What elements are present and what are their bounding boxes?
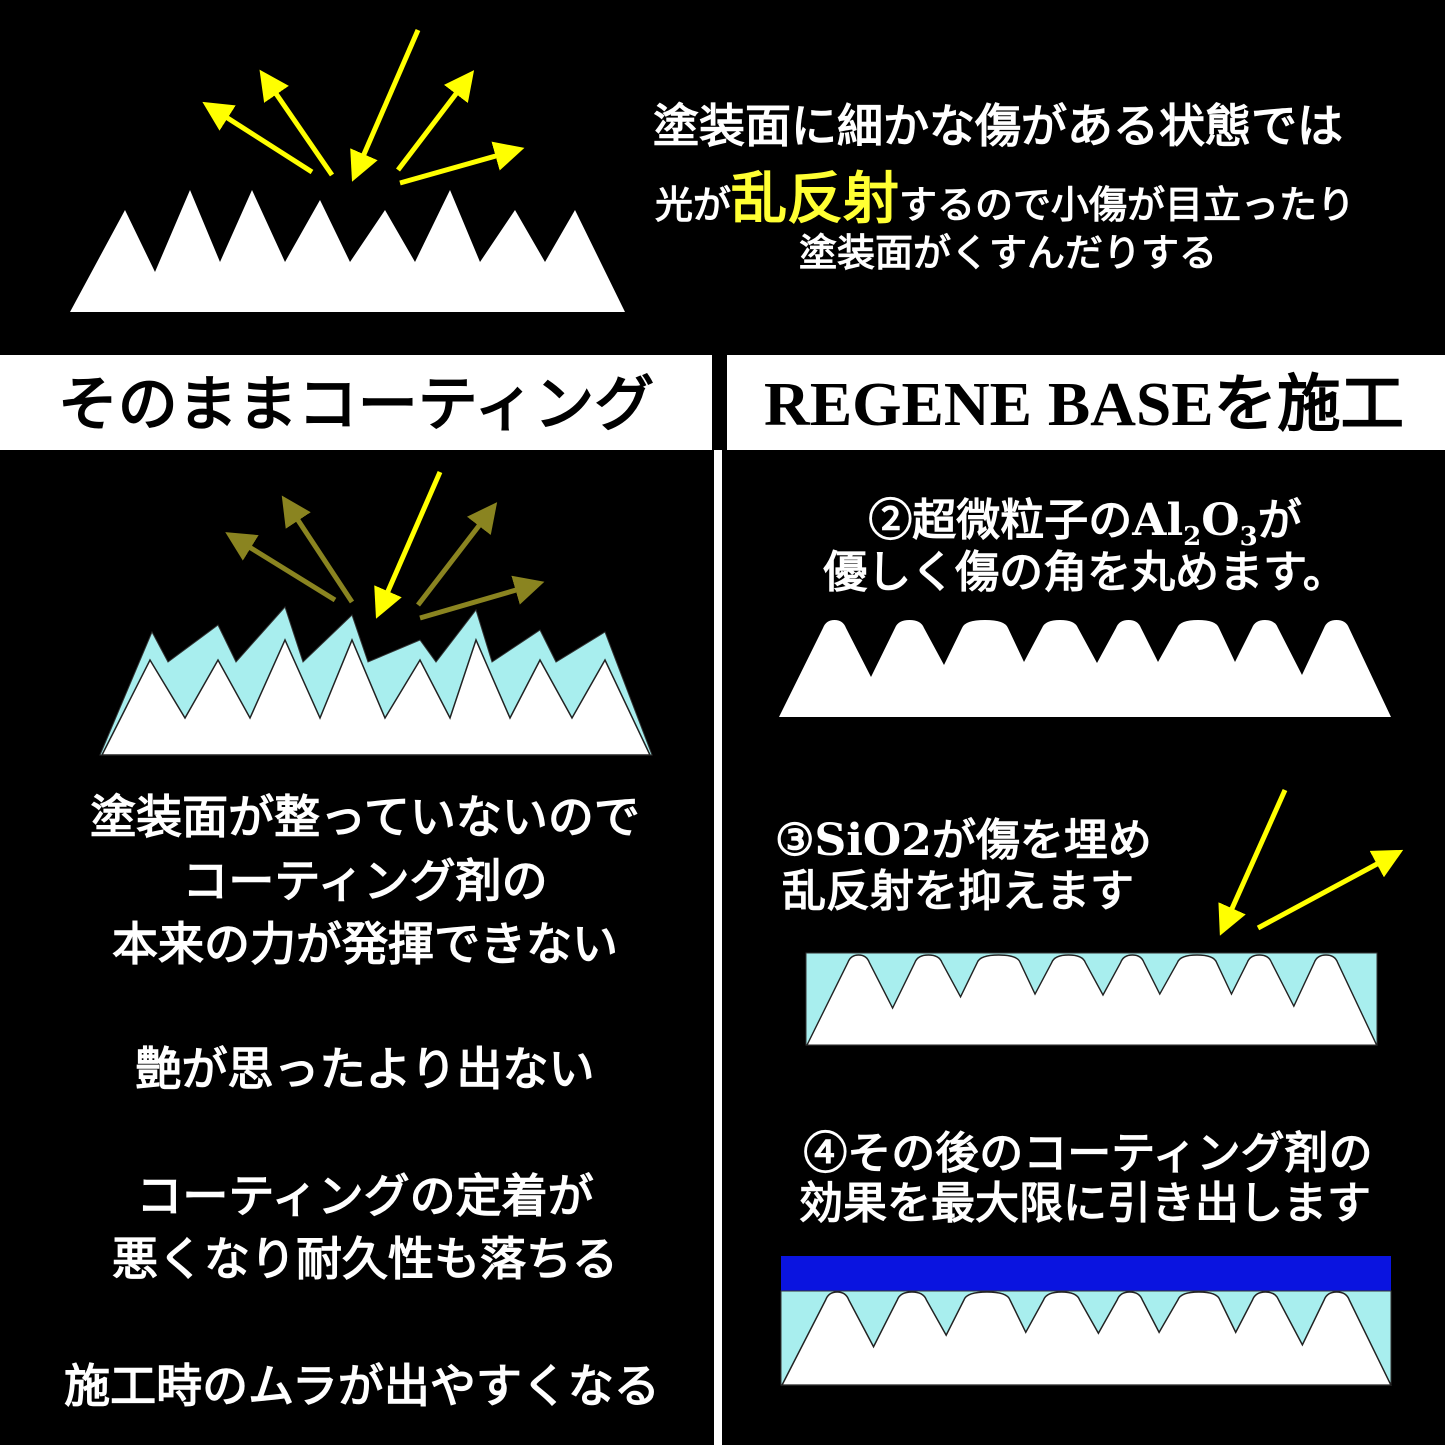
scratched-surface (100, 637, 652, 756)
problem-text: コーティング剤の (182, 854, 547, 908)
top-text-line1: 塗装面に細かな傷がある状態では (653, 99, 1343, 153)
problem-text: コーティングの定着が (136, 1169, 593, 1223)
step2-text: ②超微粒子のAl (868, 495, 1183, 546)
rounded-surface (779, 620, 1391, 717)
subscript: 2 (1183, 522, 1201, 552)
top-text-pre: 光が (655, 182, 731, 227)
problem-text: 艶が思ったより出ない (135, 1042, 594, 1096)
right-header-title: REGENE BASEを施工 (764, 370, 1404, 439)
reflected-arrow (396, 70, 475, 172)
final-coated-surface (780, 1256, 1392, 1386)
problem-text: 塗装面が整っていないので (90, 790, 640, 844)
top-text-post: するので小傷が目立ったり (899, 182, 1355, 227)
plain-coating-diagram (99, 471, 653, 756)
reflected-arrow-dim (281, 495, 355, 604)
incoming-light-arrow (350, 29, 421, 182)
diffuse-reflection-highlight: 乱反射 (731, 166, 899, 232)
incoming-light-arrow (374, 471, 443, 619)
step4-line2: 効果を最大限に引き出します (799, 1178, 1371, 1229)
problem-text: 本来の力が発揮できない (112, 917, 618, 971)
reflected-arrow-dim (225, 532, 337, 603)
scratched-surface (70, 190, 625, 312)
step2-text: が (1258, 495, 1302, 546)
reflected-arrow (202, 101, 314, 175)
step2-line2: 優しく傷の角を丸めます。 (822, 547, 1347, 598)
column-divider (714, 450, 722, 1445)
reflected-light-arrow (1256, 849, 1404, 931)
coating-top-layer (781, 1256, 1391, 1292)
step3-line1: ③SiO2が傷を埋め (775, 815, 1152, 866)
left-header-title: そのままコーティング (58, 372, 654, 438)
reflected-arrow-dim (419, 575, 545, 621)
incoming-light-arrow (1218, 788, 1288, 936)
reflected-arrow (259, 69, 335, 177)
problem-text: 悪くなり耐久性も落ちる (112, 1232, 618, 1286)
step3-line2: 乱反射を抑えます (782, 866, 1134, 917)
reflected-arrow (399, 141, 525, 186)
problem-list: 塗装面が整っていないので コーティング剤の 本来の力が発揮できない 艶が思ったよ… (64, 790, 660, 1413)
step2-text: O (1201, 495, 1239, 546)
top-text-line3: 塗装面がくすんだりする (799, 230, 1217, 275)
reflected-arrow-dim (416, 502, 498, 607)
left-header-bar (0, 355, 712, 450)
problem-text: 施工時のムラが出やすくなる (64, 1359, 660, 1413)
top-scattering-diagram (70, 29, 625, 312)
right-header-bar (727, 355, 1445, 450)
step4-line1: ④その後のコーティング剤の (803, 1128, 1372, 1179)
subscript: 3 (1240, 522, 1258, 552)
sio2-filled-surface (805, 952, 1378, 1046)
step2-line1: ②超微粒子のAl2O3が (868, 495, 1301, 552)
top-text-line2: 光が乱反射するので小傷が目立ったり (655, 166, 1355, 232)
